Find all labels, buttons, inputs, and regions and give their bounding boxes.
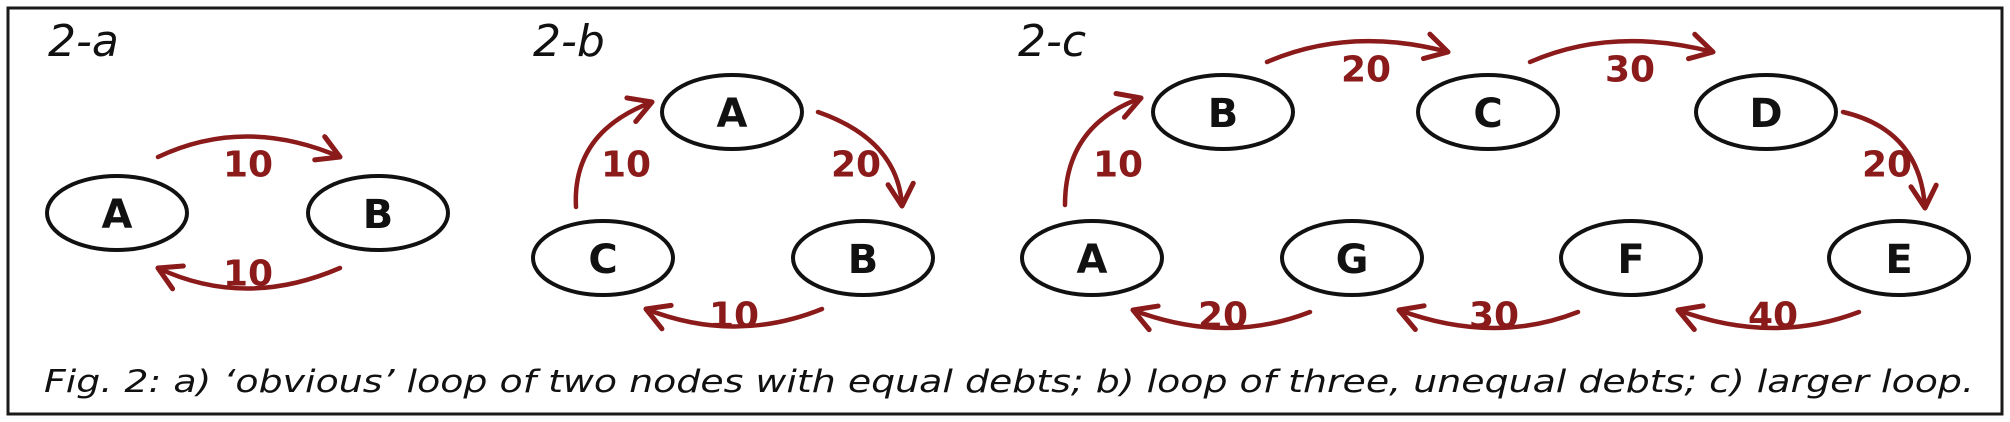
edge-weight-2b-A-to-B: 20: [831, 145, 881, 186]
edge-weight-2b-C-to-A: 10: [601, 145, 651, 186]
figure-frame: [6, 6, 2004, 416]
node-ellipse-2c-b: [1151, 73, 1295, 151]
node-label-2b-a: A: [717, 91, 748, 137]
edge-2c-E-to-F: [1675, 303, 1862, 333]
figure-caption: Fig. 2: a) ‘obvious’ loop of two nodes w…: [44, 364, 1974, 400]
edge-2c-A-to-B: [1062, 91, 1144, 208]
node-label-2c-b: B: [1208, 91, 1239, 137]
node-ellipse-2a-b: [306, 174, 450, 252]
edge-2c-F-to-G: [1396, 303, 1581, 332]
node-2c-d: D: [1694, 73, 1838, 151]
node-2b-c: C: [531, 219, 675, 297]
edge-2b-A-to-B: [815, 109, 916, 209]
node-2a-a: A: [45, 174, 189, 252]
node-2b-b: B: [791, 219, 935, 297]
edge-weight-2c-E-to-F: 40: [1748, 296, 1798, 337]
node-ellipse-2c-d: [1694, 73, 1838, 151]
panel-label-2b: 2-b: [533, 16, 605, 67]
edge-weight-2a-B-to-A: 10: [223, 254, 273, 295]
node-2c-e: E: [1827, 219, 1971, 297]
node-2c-b: B: [1151, 73, 1295, 151]
node-label-2c-c: C: [1473, 91, 1502, 137]
node-ellipse-2c-e: [1827, 219, 1971, 297]
edges-layer: 10 10 10 20 10 10 20 30 20 40 30 20: [155, 31, 1939, 337]
edge-weight-2c-C-to-D: 30: [1605, 50, 1655, 91]
node-2b-a: A: [660, 73, 804, 151]
node-2c-a: A: [1020, 219, 1164, 297]
node-label-2c-g: G: [1336, 237, 1369, 283]
node-label-2b-c: C: [588, 237, 617, 283]
node-ellipse-2b-a: [660, 73, 804, 151]
edge-2a-A-to-B: [155, 134, 343, 163]
node-2a-b: B: [306, 174, 450, 252]
text-layer: 2-a 2-b 2-c Fig. 2: a) ‘obvious’ loop of…: [44, 16, 1974, 400]
nodes-layer: A B A B C B C D A G F E: [45, 73, 1971, 297]
edge-weight-2b-B-to-C: 10: [709, 296, 759, 337]
node-label-2c-a: A: [1077, 237, 1108, 283]
edge-2c-B-to-C: [1264, 31, 1451, 65]
node-ellipse-2c-g: [1280, 219, 1424, 297]
edge-weight-2c-D-to-E: 20: [1862, 145, 1912, 186]
edge-2b-B-to-C: [643, 302, 825, 332]
edge-2c-G-to-A: [1130, 303, 1313, 333]
edge-2c-C-to-D: [1527, 31, 1716, 65]
edge-weight-2c-F-to-G: 30: [1469, 296, 1519, 337]
edge-weight-2c-A-to-B: 10: [1093, 145, 1143, 186]
edge-weight-2c-B-to-C: 20: [1341, 50, 1391, 91]
panel-label-2c: 2-c: [1018, 16, 1086, 67]
edge-weight-2a-A-to-B: 10: [223, 145, 273, 186]
edge-weight-2c-G-to-A: 20: [1198, 296, 1248, 337]
edge-2b-C-to-A: [573, 95, 655, 210]
node-2c-c: C: [1416, 73, 1560, 151]
edge-2c-D-to-E: [1840, 109, 1939, 211]
node-ellipse-2a-a: [45, 174, 189, 252]
node-2c-g: G: [1280, 219, 1424, 297]
node-label-2c-d: D: [1749, 91, 1782, 137]
node-label-2a-a: A: [102, 192, 133, 238]
edge-2a-B-to-A: [155, 263, 343, 292]
node-label-2c-f: F: [1617, 237, 1644, 283]
panel-label-2a: 2-a: [48, 16, 119, 67]
node-ellipse-2c-c: [1416, 73, 1560, 151]
node-label-2c-e: E: [1885, 237, 1912, 283]
node-label-2a-b: B: [363, 192, 394, 238]
node-ellipse-2c-f: [1559, 219, 1703, 297]
node-label-2b-b: B: [848, 237, 879, 283]
node-2c-f: F: [1559, 219, 1703, 297]
node-ellipse-2b-c: [531, 219, 675, 297]
node-ellipse-2b-b: [791, 219, 935, 297]
node-ellipse-2c-a: [1020, 219, 1164, 297]
